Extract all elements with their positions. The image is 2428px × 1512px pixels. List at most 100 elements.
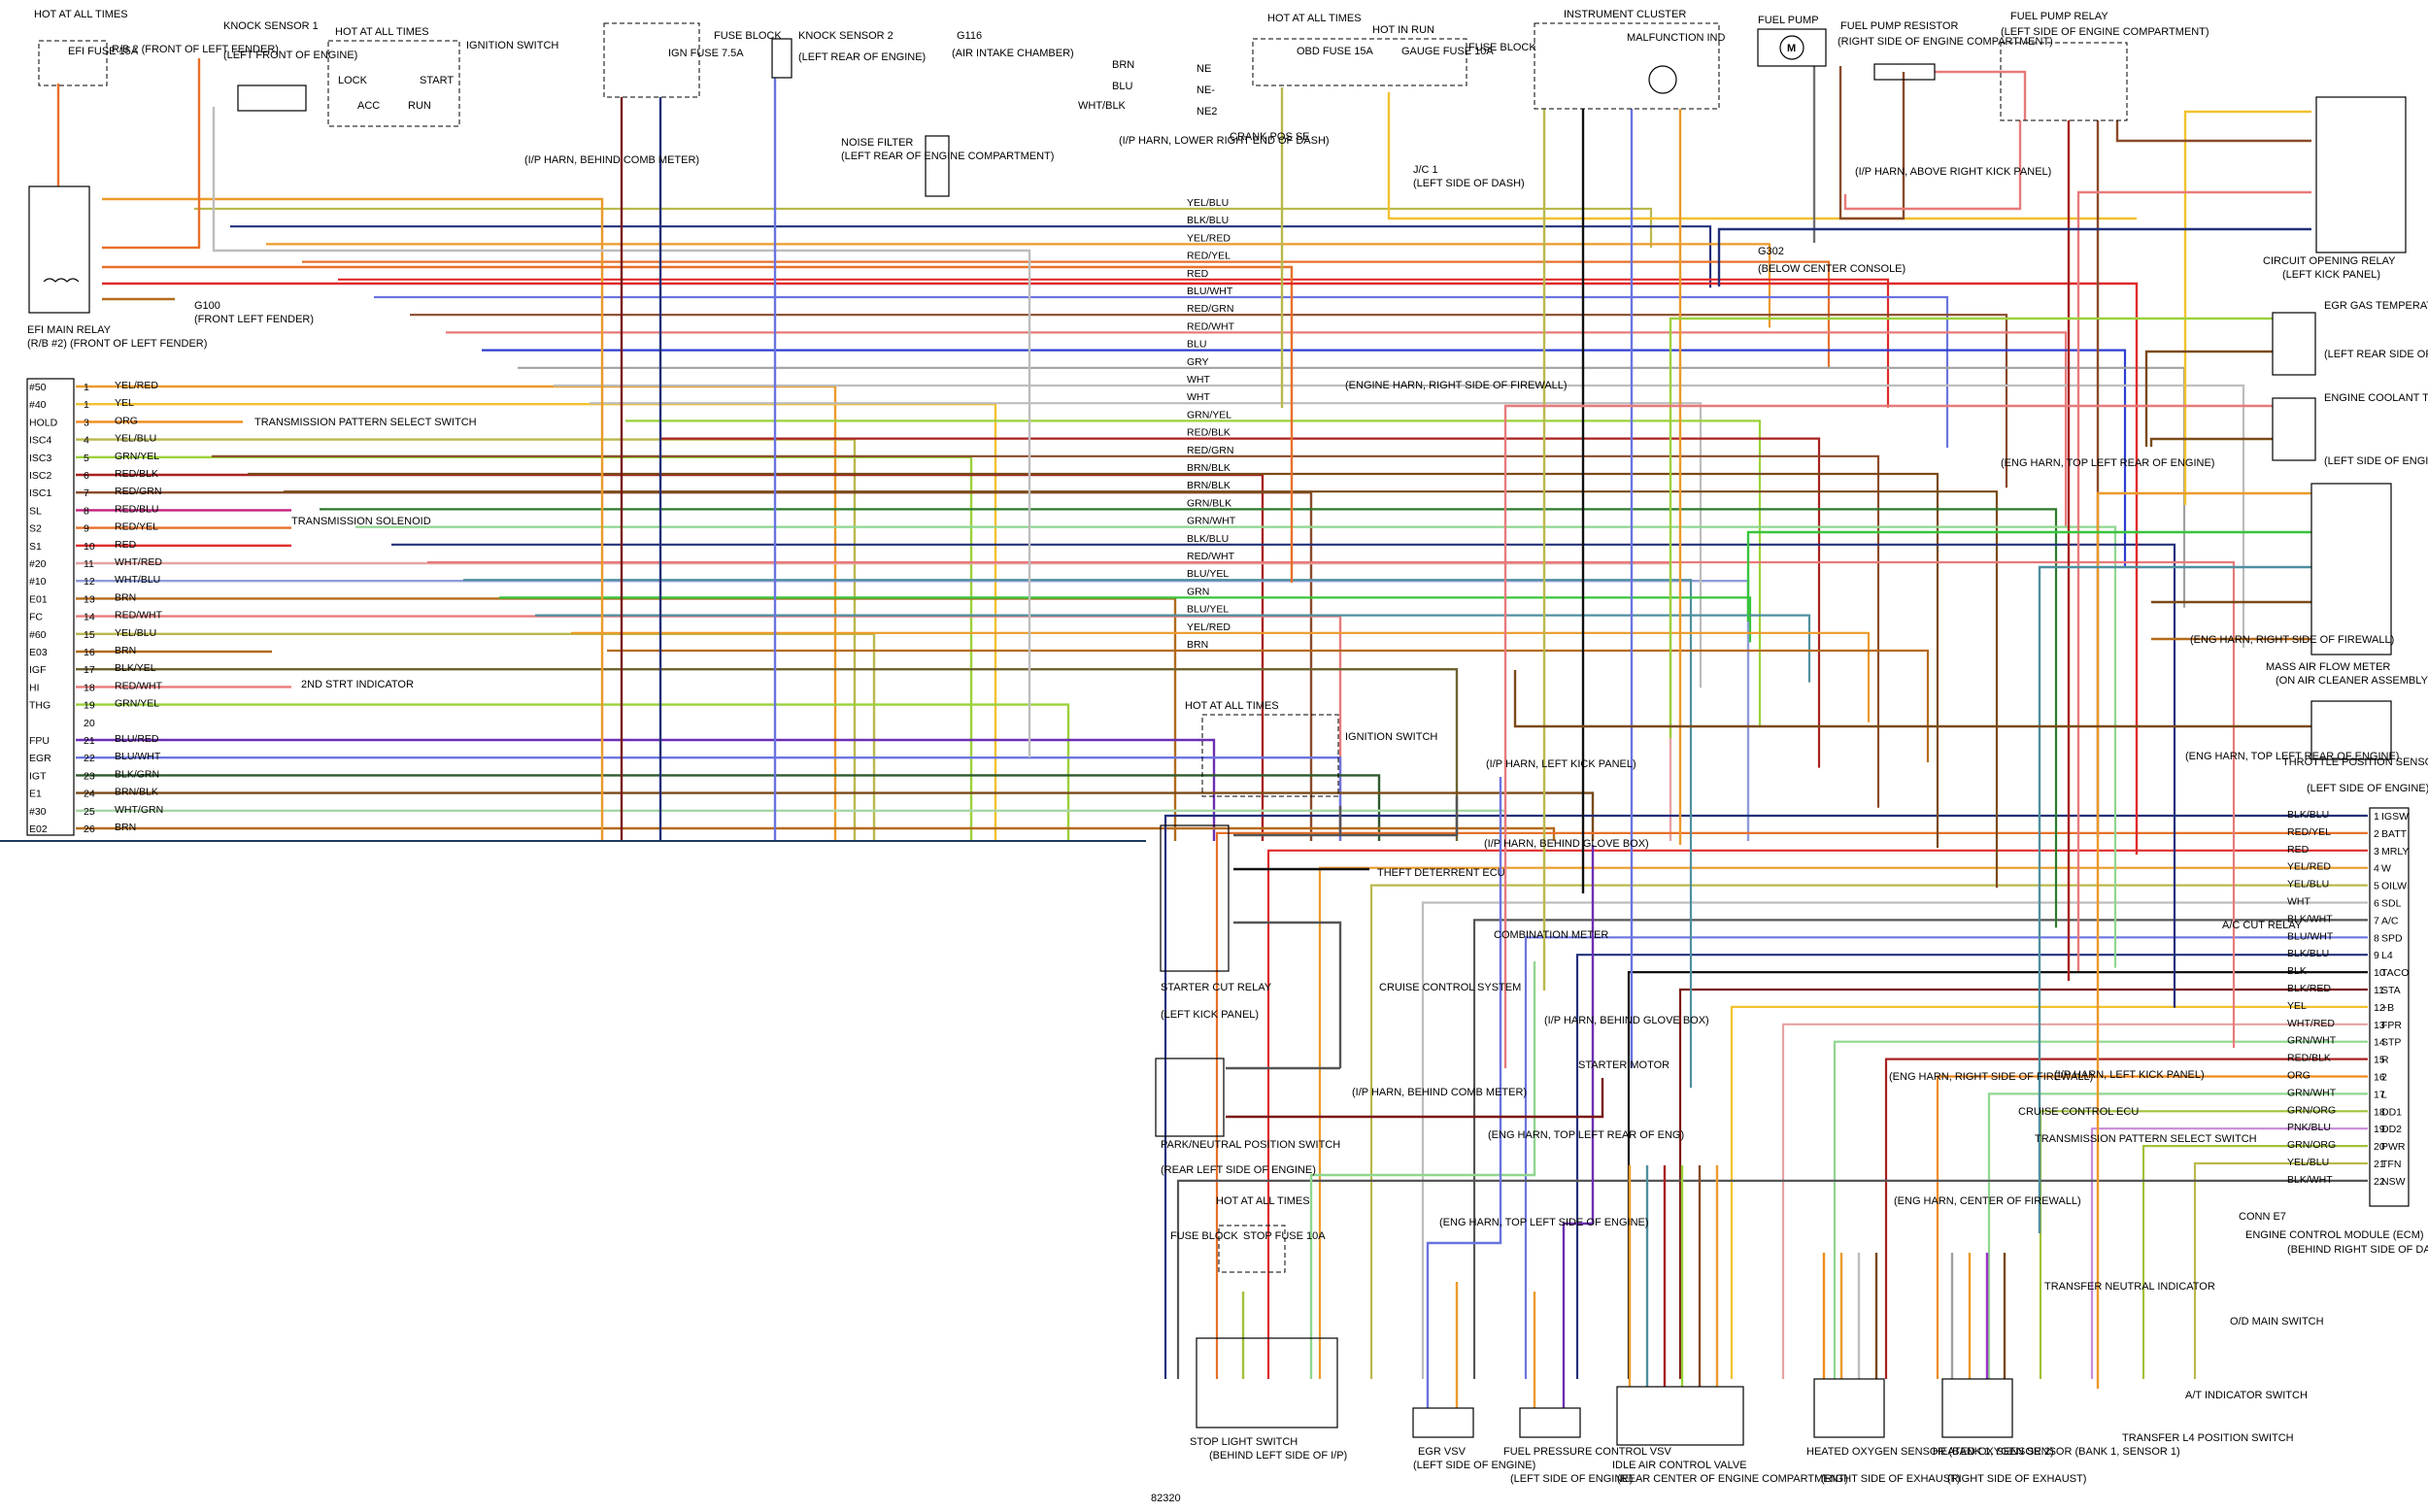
efi-relay-wire — [102, 58, 201, 250]
ecm-left-wire-label: WHT/GRN — [115, 804, 163, 816]
ecm-left-wire-label: RED/BLU — [115, 503, 159, 515]
ecm-right-pin-name: L — [2381, 1089, 2387, 1100]
ecm-left-wire-label: BRN — [115, 591, 136, 603]
ecm-right-wire-label: BLK/BLU — [2287, 948, 2329, 959]
noise-filter-name: NOISE FILTER — [841, 137, 913, 149]
pnp-switch-box — [1155, 1058, 1225, 1137]
ecm-left-wire-label: BRN — [115, 645, 136, 656]
ecm-right-pin-number: 14 — [2374, 1037, 2385, 1049]
ecm-right-pin-name: IGSW — [2381, 811, 2409, 823]
ecm-left-wire-label: YEL — [115, 397, 134, 409]
bus-wire-label: BRN/BLK — [1187, 480, 1231, 491]
tps-wire — [1513, 670, 2311, 728]
ecm-right-pin-number: 20 — [2374, 1141, 2385, 1153]
ecm-right-pin-number: 3 — [2374, 846, 2379, 857]
fp-relay-wire — [1843, 120, 2022, 211]
bus-wire — [212, 454, 1880, 808]
transfer-neutral-label: TRANSFER NEUTRAL INDICATOR — [2044, 1281, 2215, 1293]
ecm-left-pin-number: 4 — [84, 435, 89, 447]
e15-note: (ENG HARN, TOP LEFT SIDE OF ENGINE) — [1439, 1217, 1649, 1228]
ecm-right-pin-number: 19 — [2374, 1124, 2385, 1135]
ecm-left-pin-number: 7 — [84, 487, 89, 499]
ecm-left-pin-name: HI — [29, 682, 40, 693]
ecm-right-wire — [2193, 1161, 2368, 1379]
i7-note: (I/P HARN, BEHIND COMB METER) — [524, 154, 699, 166]
ign2-name: IGNITION SWITCH — [1345, 731, 1437, 743]
jc1-location: (LEFT SIDE OF DASH) — [1413, 178, 1525, 189]
fp-relay-box — [2000, 42, 2128, 121]
g302-label: G302 — [1758, 246, 1784, 257]
ecm-right-wire — [1936, 1075, 2368, 1379]
ecm-left-wire-label: BLK/GRN — [115, 768, 159, 780]
ecm-right-wire-label: GRN/ORG — [2287, 1104, 2336, 1116]
bus-wire — [320, 508, 2058, 928]
ecm-right-pin-name: A/C — [2381, 915, 2399, 926]
ecm-right-pin-name: SPD — [2381, 932, 2403, 944]
tps-switch-label: TRANSMISSION PATTERN SELECT SWITCH — [254, 417, 477, 428]
starter-cut-wire — [1233, 921, 1342, 1068]
cruise-ecu-label: CRUISE CONTROL ECU — [2018, 1106, 2139, 1118]
ecm-right-wire — [1884, 1058, 2368, 1379]
ecm-left-wire-label: RED/GRN — [115, 486, 161, 497]
i13-note: (I/P HARN, LEFT KICK PANEL) — [2054, 1069, 2205, 1081]
ecm-right-wire-label: BLU/WHT — [2287, 930, 2334, 942]
ign-top-start: START — [420, 75, 454, 86]
egr-temp-location: (LEFT REAR SIDE OF ENGINE) — [2324, 349, 2428, 360]
ecm-left-wire-label: YEL/BLU — [115, 433, 156, 445]
maf-location: (ON AIR CLEANER ASSEMBLY) — [2276, 675, 2428, 687]
motor-icon — [1779, 35, 1804, 60]
stop-light-location: (BEHIND LEFT SIDE OF I/P) — [1209, 1450, 1347, 1462]
ign-top-run: RUN — [408, 100, 431, 112]
ecm-right-pin-number: 13 — [2374, 1020, 2385, 1031]
ecm-left-wire — [76, 438, 857, 841]
ne-3: NE2 — [1197, 106, 1217, 118]
ecm-left-pin-name: E01 — [29, 593, 48, 605]
efi-fuse-block — [38, 40, 108, 86]
od-main-label: O/D MAIN SWITCH — [2230, 1316, 2324, 1327]
ecm-right-pin-name: NSW — [2381, 1176, 2406, 1188]
ecm-left-pin-name: SL — [29, 505, 42, 517]
ecm-left-pin-number: 6 — [84, 470, 89, 482]
fuel-pump-box — [1757, 28, 1827, 67]
maf-wire — [2096, 491, 2311, 1389]
g100-label: G100 — [194, 300, 220, 312]
wire-layer — [56, 58, 2368, 1408]
ho2s1-box — [1941, 1378, 2013, 1438]
efi-fuse-name: EFI FUSE 15A — [68, 46, 139, 57]
ecm-right-pin-name: SDL — [2381, 898, 2402, 910]
ecm-left-wire-label: RED/YEL — [115, 521, 158, 533]
mil-label: MALFUNCTION IND — [1627, 32, 1726, 44]
ecm-right-pin-name: W — [2381, 863, 2391, 875]
ecm-right-pin-name: TACO — [2381, 967, 2409, 979]
ecm-right-pin-number: 5 — [2374, 881, 2379, 892]
cor-wire — [2076, 190, 2311, 971]
bus-wire-label: GRN/WHT — [1187, 516, 1236, 527]
ecm-left-pin-number: 12 — [84, 576, 95, 588]
ecm-left-wire — [76, 473, 1265, 841]
ecm-right-wire-label: BLK/WHT — [2287, 913, 2333, 924]
ign-top-name: IGNITION SWITCH — [466, 40, 558, 51]
ecm-right-wire-label: BLK/RED — [2287, 983, 2331, 994]
ecm-left-wire — [76, 738, 1216, 841]
ne-1: NE — [1197, 63, 1211, 75]
bus-wire-label: BLU/WHT — [1187, 286, 1233, 297]
bus-wire-label: RED/GRN — [1187, 445, 1233, 456]
ecm-right-pin-number: 7 — [2374, 915, 2379, 926]
maf-name: MASS AIR FLOW METER — [2266, 661, 2390, 673]
theft-label: THEFT DETERRENT ECU — [1377, 867, 1505, 879]
stop-light-switch-box — [1196, 1337, 1338, 1428]
ho2s2-name: HEATED OXYGEN SENSOR (BANK 1, SENSOR 2) — [1806, 1446, 2054, 1458]
efi-main-relay-name: EFI MAIN RELAY — [27, 324, 112, 336]
ecm-left-pin-name: #30 — [29, 806, 47, 818]
fpvsv-wire — [1562, 845, 1595, 1408]
iac-box — [1616, 1386, 1744, 1446]
i14b-note: (I/P HARN, BEHIND GLOVE BOX) — [1484, 838, 1649, 850]
obd-header: HOT AT ALL TIMES — [1267, 13, 1362, 24]
ecm-right-pin-number: 16 — [2374, 1072, 2385, 1084]
ecm-right-wire-label: RED/BLK — [2287, 1053, 2331, 1064]
ecm-right-pin-name: FPR — [2381, 1020, 2402, 1031]
ecm-left-wire-label: ORG — [115, 415, 138, 426]
ecm-right-wire — [1176, 1179, 2368, 1379]
g100-location: (FRONT LEFT FENDER) — [194, 314, 314, 325]
ecm-right-wire — [1987, 1092, 2368, 1379]
